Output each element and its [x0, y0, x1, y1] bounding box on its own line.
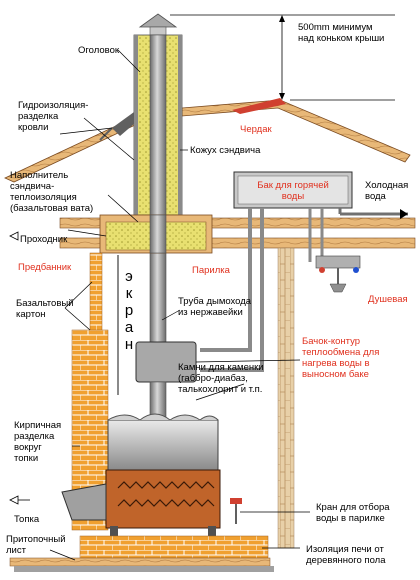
- tank-inner: [237, 175, 349, 205]
- cap-neck: [149, 26, 167, 36]
- screen-label: экран: [124, 268, 134, 353]
- floor-sheet-label: Притопочный лист: [6, 534, 66, 556]
- stones: [107, 413, 219, 421]
- passage-pipe: [149, 214, 167, 254]
- ceiling-board: [59, 237, 416, 249]
- heat-exchanger-label: Бачок-контур теплообмена для нагрева вод…: [302, 336, 380, 380]
- hot-water-tank-label: Бак для горячей воды: [257, 180, 329, 202]
- passage-arrow: [9, 231, 19, 241]
- roof-waterproofing-label: Гидроизоляция- разделка кровли: [18, 100, 89, 133]
- basalt-board-label: Базальтовый картон: [16, 298, 74, 320]
- cap-label: Оголовок: [78, 45, 120, 56]
- roof-ridge-flashing: [232, 98, 286, 114]
- cold-water-feed-pipe: [200, 208, 264, 372]
- sandwich-casing-left: [134, 35, 138, 215]
- stove-grille: [117, 481, 215, 507]
- shower-label: Душевая: [368, 294, 408, 305]
- firebox-arrow: [9, 495, 19, 505]
- brick-floor-base: [79, 535, 269, 559]
- dressing-room-label: Предбанник: [18, 262, 72, 273]
- floor-insulation-label: Изоляция печи от деревянного пола: [306, 544, 386, 566]
- wooden-floor: [9, 557, 271, 567]
- water-tap-label: Кран для отбора воды в парилке: [316, 502, 390, 524]
- shower-head: [329, 283, 347, 293]
- roof-flashing: [112, 112, 134, 136]
- hot-water-return-pipe: [200, 208, 252, 352]
- floor-sheet: [14, 566, 274, 572]
- steam-room-label: Парилка: [192, 265, 230, 276]
- chimney-height-label: 500mm минимум над коньком крыши: [298, 22, 385, 44]
- heater-stones-label: Камни для каменки (габбро-диабаз, талько…: [178, 362, 264, 395]
- hot-valve: [319, 267, 325, 273]
- dimension-arrow-up: [279, 15, 285, 22]
- dimension-arrow-down: [279, 93, 285, 100]
- cold-valve: [353, 267, 359, 273]
- sandwich-casing-right: [178, 35, 182, 215]
- attic-label: Чердак: [240, 124, 272, 135]
- chimney-cap: [138, 13, 178, 28]
- water-tap: [230, 498, 242, 504]
- stone-basket: [107, 419, 219, 471]
- cold-water-arrow: [400, 209, 408, 219]
- firebox-door: [61, 483, 107, 521]
- passage-label: Проходник: [20, 234, 68, 245]
- stove-body: [105, 469, 221, 529]
- ceiling-beam: [59, 217, 416, 229]
- leader-lines: [49, 49, 310, 561]
- cold-water-label: Холодная вода: [365, 180, 409, 202]
- shower-pipe: [320, 208, 358, 264]
- flue-pipe: [149, 34, 167, 346]
- partition-wall: [277, 247, 295, 549]
- sandwich-casing-label: Кожух сэндвича: [190, 145, 261, 156]
- shower-mixer: [315, 255, 361, 269]
- firebox-label: Топка: [14, 514, 40, 525]
- sandwich-filler-label: Наполнитель сэндвича- теплоизоляция (баз…: [10, 170, 94, 214]
- brick-firebox-label: Кирпичная разделка вокруг топки: [14, 420, 62, 464]
- flue-pipe-label: Труба дымохода из нержавейки: [178, 296, 252, 318]
